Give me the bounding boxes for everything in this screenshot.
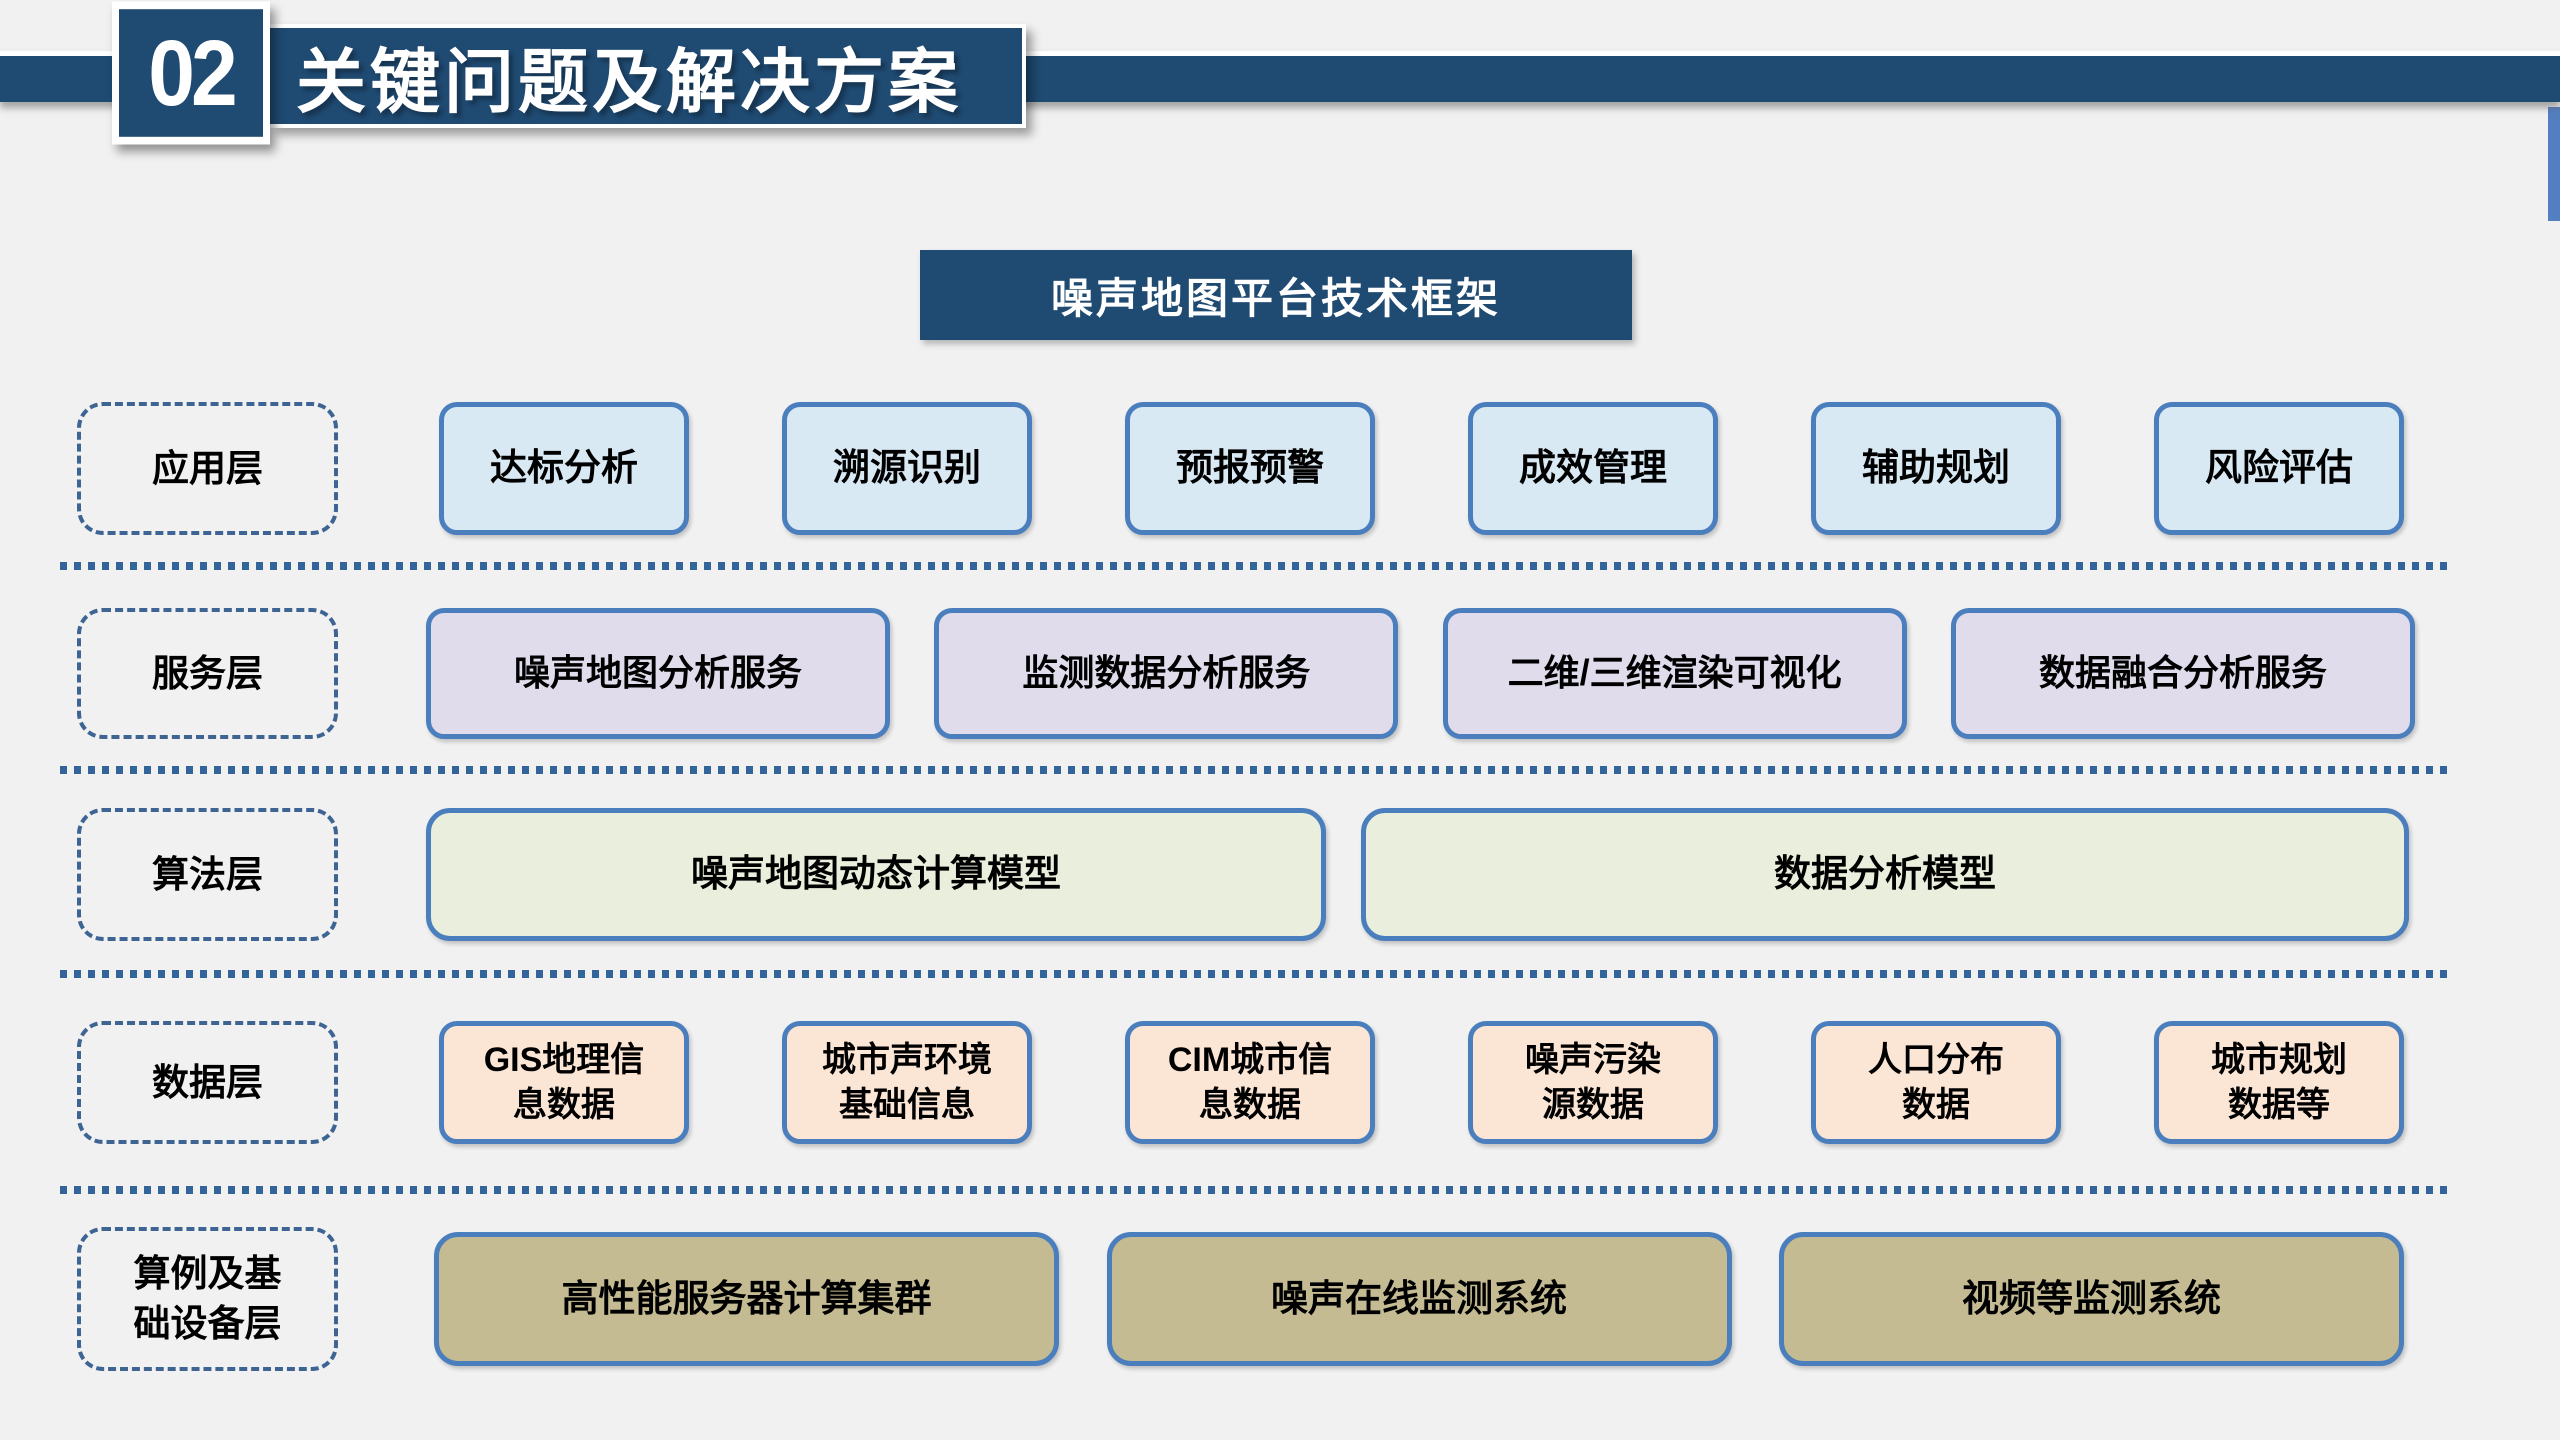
layer-row-service: 服务层噪声地图分析服务监测数据分析服务二维/三维渲染可视化数据融合分析服务 (0, 608, 2560, 739)
dotted-separator (60, 562, 2448, 570)
layer-boxes-infrastructure: 高性能服务器计算集群噪声在线监测系统视频等监测系统 (434, 1232, 2404, 1366)
section-number-box: 02 (112, 1, 270, 145)
scrollbar-thumb[interactable] (2548, 107, 2560, 221)
node-application: 达标分析 (439, 402, 689, 535)
layer-row-data: 数据层 GIS地理信 息数据城市声环境 基础信息 CIM城市信 息数据噪声污染 源数… (0, 1021, 2560, 1144)
layer-label-service: 服务层 (77, 608, 338, 739)
layer-boxes-application: 达标分析溯源识别预报预警成效管理辅助规划风险评估 (439, 402, 2404, 535)
node-infrastructure: 高性能服务器计算集群 (434, 1232, 1059, 1366)
node-application: 辅助规划 (1811, 402, 2061, 535)
dotted-separator (60, 970, 2448, 978)
node-infrastructure: 视频等监测系统 (1779, 1232, 2404, 1366)
node-data: 噪声污染 源数据 (1468, 1021, 1718, 1144)
node-service: 噪声地图分析服务 (426, 608, 890, 739)
framework-title: 噪声地图平台技术框架 (920, 250, 1632, 340)
node-data: CIM城市信 息数据 (1125, 1021, 1375, 1144)
node-application: 成效管理 (1468, 402, 1718, 535)
node-data: 城市声环境 基础信息 (782, 1021, 1032, 1144)
node-service: 监测数据分析服务 (934, 608, 1399, 739)
node-data: GIS地理信 息数据 (439, 1021, 689, 1144)
layer-label-data: 数据层 (77, 1021, 338, 1144)
dotted-separator (60, 1186, 2448, 1194)
node-application: 溯源识别 (782, 402, 1032, 535)
layer-boxes-service: 噪声地图分析服务监测数据分析服务二维/三维渲染可视化数据融合分析服务 (426, 608, 2415, 739)
section-title-banner: 关键问题及解决方案 (270, 24, 1026, 128)
dotted-separator (60, 766, 2448, 774)
layer-label-application: 应用层 (77, 402, 338, 535)
section-title: 关键问题及解决方案 (296, 42, 962, 121)
layer-boxes-data: GIS地理信 息数据城市声环境 基础信息 CIM城市信 息数据噪声污染 源数据人口… (439, 1021, 2404, 1144)
node-application: 风险评估 (2154, 402, 2404, 535)
node-algorithm: 数据分析模型 (1361, 808, 2409, 941)
layer-label-infrastructure: 算例及基 础设备层 (77, 1227, 338, 1371)
node-data: 城市规划 数据等 (2154, 1021, 2404, 1144)
node-service: 数据融合分析服务 (1950, 608, 2415, 739)
layer-row-application: 应用层达标分析溯源识别预报预警成效管理辅助规划风险评估 (0, 402, 2560, 535)
node-service: 二维/三维渲染可视化 (1442, 608, 1907, 739)
layer-label-algorithm: 算法层 (77, 808, 338, 941)
layer-row-algorithm: 算法层噪声地图动态计算模型数据分析模型 (0, 808, 2560, 941)
layer-boxes-algorithm: 噪声地图动态计算模型数据分析模型 (426, 808, 2409, 941)
node-data: 人口分布 数据 (1811, 1021, 2061, 1144)
section-number: 02 (148, 20, 237, 125)
node-infrastructure: 噪声在线监测系统 (1106, 1232, 1732, 1366)
node-application: 预报预警 (1125, 402, 1375, 535)
layer-row-infrastructure: 算例及基 础设备层高性能服务器计算集群噪声在线监测系统视频等监测系统 (0, 1227, 2560, 1371)
node-algorithm: 噪声地图动态计算模型 (426, 808, 1326, 941)
